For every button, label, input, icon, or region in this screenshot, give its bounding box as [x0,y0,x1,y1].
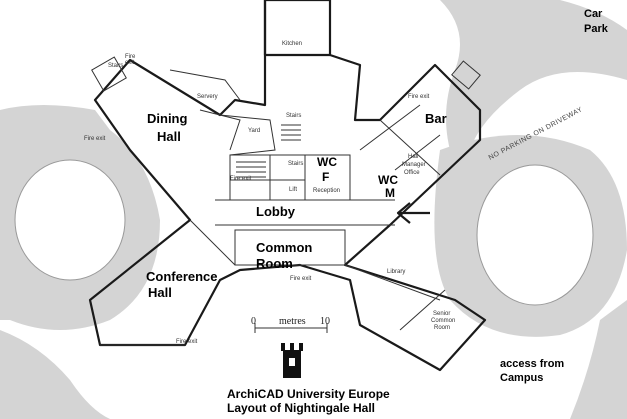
dining-hall-label-2: Hall [157,129,181,144]
conference-hall-label-1: Conference [146,269,218,284]
fire-exit-west-label: Fire exit [84,136,106,142]
wc-m-label-2: M [385,186,395,200]
entrance-arrow-icon [396,202,430,224]
map-title-line-1: ArchiCAD University Europe [227,387,390,401]
stairs-label: Stairs [286,113,301,119]
scale-unit-label: metres [279,316,306,327]
fire-exit-bar-label: Fire exit [408,94,430,100]
building-outline [88,0,487,372]
common-room-label-1: Common [256,240,312,255]
senior-common-room-label-3: Room [434,325,450,331]
roundabout-left [14,159,126,281]
wc-f-label-1: WC [317,155,337,169]
library-walls [344,264,446,331]
wc-f-label-2: F [322,170,329,184]
bar-wing-walls [359,104,441,176]
senior-common-room-label-1: Senior [433,311,450,317]
common-room-label-2: Room [256,256,293,271]
office-label-1: Hall [408,154,418,160]
driveway-bottom-left [0,330,110,419]
servery-label: Servery [197,94,218,100]
lift-label: Lift [289,187,297,193]
map-title-line-2: Layout of Nightingale Hall [227,401,375,415]
wc-m-label-1: WC [378,173,398,187]
lobby-walls [215,199,395,226]
fire-exit-nw-label-2: exit [125,60,135,66]
yard-label: Yard [248,128,260,134]
bar-label: Bar [425,111,447,126]
car-park-label-2: Park [584,23,609,35]
kitchen-wing [263,0,330,57]
stair-tower-ne [451,60,481,90]
office-label-2: Manager [402,162,426,168]
library-label: Library [387,269,405,275]
access-label-2: Campus [500,372,543,384]
senior-common-room-label-2: Common [431,318,455,324]
tower-logo-icon [281,343,303,378]
stair-treads [236,124,301,178]
servery-walls [169,69,241,151]
stairs-corner-label: Stairs [108,63,123,69]
fire-exit-nw-label-1: Fire [125,54,136,60]
fire-exit-sw-label: Fire exit [176,339,198,345]
stairs-core-label: Stairs [288,161,303,167]
roundabout-right [476,164,594,306]
driveway-north [440,0,627,150]
stair-tower-nw [91,56,127,92]
dining-hall-label-1: Dining [147,111,187,126]
scale-start-label: 0 [251,316,256,327]
office-label-3: Office [404,170,420,176]
reception-label: Reception [313,188,340,194]
fire-exit-conf-label: Fire exit [290,276,312,282]
scale-end-label: 10 [320,316,330,327]
access-label-1: access from [500,358,564,370]
lobby-label: Lobby [256,204,296,219]
yard-walls [219,114,276,156]
driveway-right-edge [570,300,627,419]
fire-exit-core-label: Fire exit [230,176,252,182]
kitchen-label: Kitchen [282,41,302,47]
car-park-label-1: Car [584,8,603,20]
conference-hall-walls [100,219,236,346]
conference-hall-label-2: Hall [148,285,172,300]
